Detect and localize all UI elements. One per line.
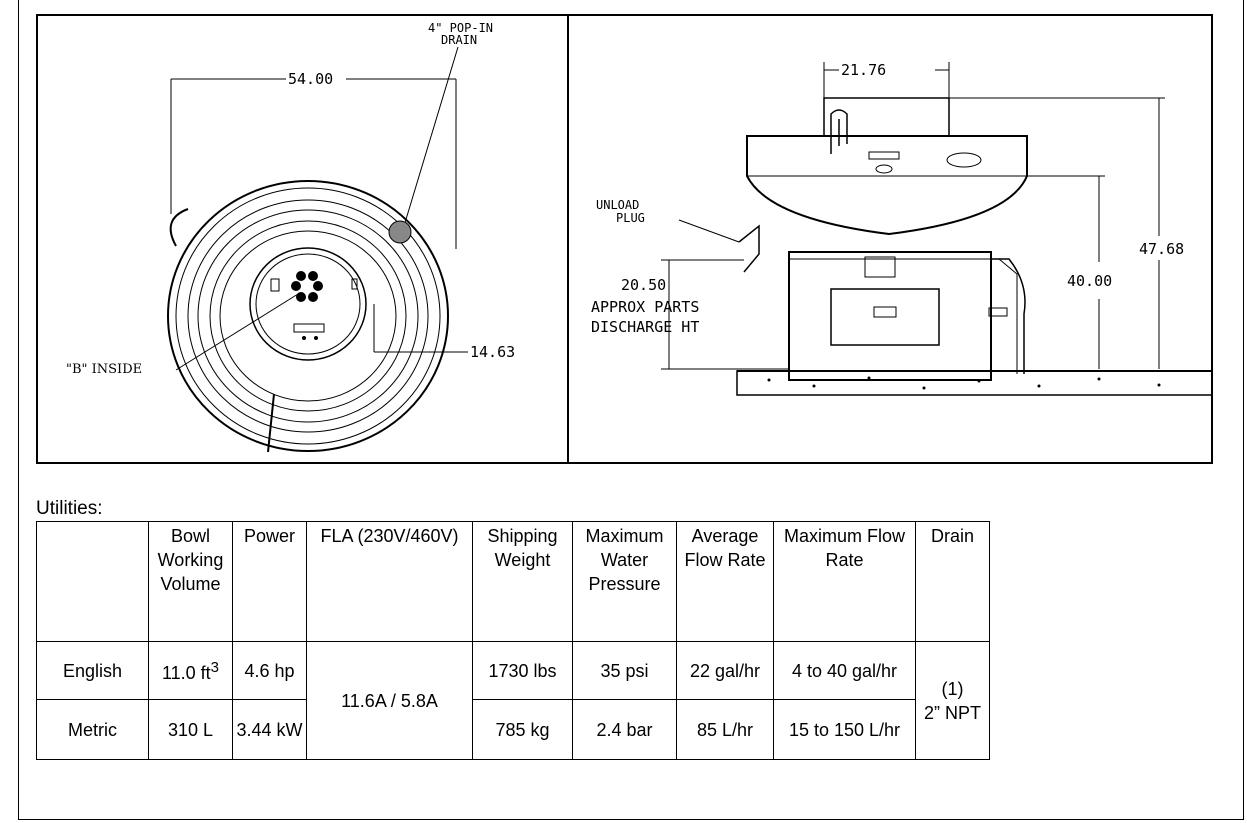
dim-height-outer-label: 47.68	[1139, 240, 1184, 258]
header-average-flow-rate: Average Flow Rate	[676, 521, 774, 642]
header-fla: FLA (230V/460V)	[306, 521, 473, 642]
row-label-metric: Metric	[36, 699, 149, 760]
dim-top-label: 21.76	[841, 61, 886, 79]
page-frame	[18, 0, 1244, 820]
discharge-label-line1: APPROX PARTS	[591, 298, 699, 316]
drawing-divider	[567, 14, 569, 464]
drain-label-line2: DRAIN	[441, 33, 477, 47]
drain-line2: 2” NPT	[923, 702, 981, 723]
unload-label-line2: PLUG	[616, 211, 645, 225]
cell-english-volume-sup: 3	[210, 659, 220, 676]
dim-width-label: 54.00	[288, 70, 333, 88]
utilities-label: Utilities:	[36, 498, 103, 519]
side-view-drawing: 21.76 UNLOAD PLUG 20.50 APPROX PARTS DIS…	[591, 61, 1213, 396]
dim-height-inner-label: 40.00	[1067, 272, 1112, 290]
top-view-drawing: 54.00 4" POP-IN DRAIN "B" INSIDE 14.63	[66, 21, 515, 453]
table-row-english: English 11.0 ft3 4.6 hp 11.6A / 5.8A 173…	[36, 641, 990, 760]
cell-english-max-flow: 4 to 40 gal/hr	[773, 641, 916, 700]
cell-english-pressure: 35 psi	[572, 641, 677, 700]
dim-offset-label: 14.63	[470, 343, 515, 361]
cell-metric-avg-flow: 85 L/hr	[676, 699, 774, 760]
discharge-value-label: 20.50	[621, 276, 666, 294]
cell-english-power: 4.6 hp	[232, 641, 307, 700]
cell-metric-volume: 310 L	[148, 699, 233, 760]
cell-metric-weight: 785 kg	[472, 699, 573, 760]
table-row-metric: Metric 310 L 3.44 kW 785 kg 2.4 bar 85 L…	[36, 699, 990, 760]
header-bowl-volume: Bowl Working Volume	[148, 521, 233, 642]
cell-fla-shared: 11.6A / 5.8A	[306, 641, 473, 760]
drain-label-line1: 4" POP-IN	[428, 21, 493, 35]
drawing-frame	[36, 14, 1213, 464]
cell-english-avg-flow: 22 gal/hr	[676, 641, 774, 700]
header-max-flow-rate: Maximum Flow Rate	[773, 521, 916, 642]
discharge-label-line2: DISCHARGE HT	[591, 318, 699, 336]
cell-english-weight: 1730 lbs	[472, 641, 573, 700]
drain-line1: (1)	[941, 678, 964, 699]
header-power: Power	[232, 521, 307, 642]
cell-metric-pressure: 2.4 bar	[572, 699, 677, 760]
header-max-water-pressure: Maximum Water Pressure	[572, 521, 677, 642]
b-inside-label: "B" INSIDE	[66, 362, 142, 377]
header-empty	[36, 521, 149, 642]
utilities-table: Bowl Working Volume Power FLA (230V/460V…	[36, 521, 990, 760]
cell-metric-power: 3.44 kW	[232, 699, 307, 760]
cell-metric-max-flow: 15 to 150 L/hr	[773, 699, 916, 760]
cell-english-volume: 11.0 ft3	[148, 641, 233, 700]
cell-drain-shared: (1) 2” NPT	[915, 641, 990, 760]
header-drain: Drain	[915, 521, 990, 642]
cell-english-volume-value: 11.0 ft	[161, 663, 211, 683]
table-header-row: Bowl Working Volume Power FLA (230V/460V…	[36, 521, 990, 642]
unload-label-line1: UNLOAD	[596, 198, 639, 212]
header-shipping-weight: Shipping Weight	[472, 521, 573, 642]
row-label-english: English	[36, 641, 149, 700]
